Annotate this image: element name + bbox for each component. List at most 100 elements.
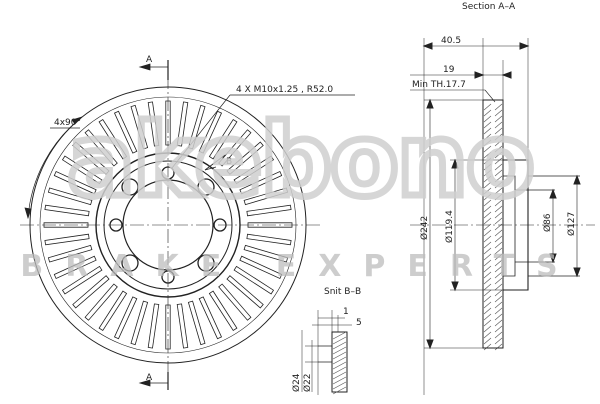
vent-slot (113, 110, 138, 154)
watermark-tagline: BRAKE EXPERTS (20, 249, 579, 284)
hatch-line (483, 187, 492, 195)
dim-40-5: 40.5 (441, 36, 461, 46)
vent-slot (147, 101, 160, 147)
section-aa-line (138, 60, 169, 390)
hatch-line (483, 121, 492, 129)
vent-slot (44, 204, 90, 217)
hatch-line (494, 103, 503, 111)
dim-bb-d22: Ø22 (302, 373, 313, 392)
hatch-line (494, 193, 503, 201)
hatch-line (483, 217, 492, 225)
hatch-line (332, 386, 347, 395)
hatch-line (483, 307, 492, 315)
hatch-line (332, 381, 347, 390)
vent-slot (208, 118, 238, 160)
front-view (20, 60, 355, 390)
hatch-line (483, 181, 492, 189)
vent-slot (53, 170, 97, 195)
hub-hat-inner (503, 175, 516, 277)
labels: Section A–A A A B 4 X M10x1.25 , R52.0 4… (54, 2, 577, 392)
hatch-line (494, 181, 503, 189)
dim-bb-d24: Ø24 (291, 373, 302, 392)
dim-86: Ø86 (542, 213, 553, 232)
hatch-line (494, 211, 503, 219)
hatch-line (332, 366, 347, 375)
brand-watermark: akebono BRAKE EXPERTS (20, 99, 579, 285)
hatch-line (483, 241, 492, 249)
vent-slot (61, 265, 103, 295)
vent-slot (147, 303, 160, 349)
vent-slot (53, 255, 97, 280)
hatch-line (483, 103, 492, 111)
hatch-line (483, 325, 492, 333)
hatch-line (483, 145, 492, 153)
vent-slot (84, 283, 118, 321)
hatch-line (332, 351, 347, 360)
vent-slot (187, 300, 206, 346)
hatch-line (483, 301, 492, 309)
hatch-line (494, 337, 503, 345)
vent-slot (165, 100, 171, 146)
hatch-line (494, 217, 503, 225)
vent-slot (233, 155, 275, 185)
vent-slot (239, 255, 283, 280)
hatch-line (483, 235, 492, 243)
hatch-line (494, 199, 503, 207)
snit-bb-view (301, 310, 352, 395)
hatch-line (494, 115, 503, 123)
hatch-line (332, 336, 347, 345)
dim-127: Ø127 (566, 212, 577, 236)
vent-slot (176, 101, 189, 147)
hatch-line (494, 295, 503, 303)
snit-bb-label: Snit B–B (324, 287, 361, 297)
hatch-line (483, 337, 492, 345)
hatch-line (483, 127, 492, 135)
vent-slot (243, 244, 289, 263)
hatch-line (494, 169, 503, 177)
hatch-line (483, 265, 492, 273)
vent-slot (130, 300, 149, 346)
hatch-line (483, 229, 492, 237)
locator-hole-sw (121, 254, 139, 272)
vent-slot (247, 222, 293, 228)
hatch-line (483, 343, 492, 351)
locator-hole-nw (121, 178, 139, 196)
vent-slot (226, 141, 264, 175)
vent-slot (239, 170, 283, 195)
vent-slot (84, 129, 118, 167)
vent-slot (187, 104, 206, 150)
section-a-bottom-label: A (146, 373, 153, 383)
hatch-line (494, 271, 503, 279)
dim-bb-5: 5 (356, 318, 362, 328)
vent-slot (43, 222, 89, 228)
angle-arc (24, 116, 83, 220)
vent-slot (72, 141, 110, 175)
hatch-line (494, 145, 503, 153)
hatch-line (494, 175, 503, 183)
hatch-line (494, 151, 503, 159)
hatch-line (494, 133, 503, 141)
hatch-line (483, 313, 492, 321)
vent-slot (44, 233, 90, 246)
hatch-line (494, 265, 503, 273)
section-aa-view (410, 38, 595, 395)
locator-hole-se (197, 254, 215, 272)
vent-slots (43, 100, 293, 350)
hatch-line (494, 139, 503, 147)
bb-hatch (332, 331, 347, 395)
hatch-line (483, 151, 492, 159)
hatch-line (332, 371, 347, 380)
vent-slot (243, 187, 289, 206)
vent-slot (226, 275, 264, 309)
hatch-line (494, 109, 503, 117)
vent-slot (98, 290, 128, 332)
hatch-line (494, 187, 503, 195)
hatch-line (483, 109, 492, 117)
hatch-line (494, 343, 503, 351)
hatch-line (483, 199, 492, 207)
vent-slot (113, 296, 138, 340)
hatch-line (494, 229, 503, 237)
section-aa-title: Section A–A (462, 2, 516, 12)
hatch-line (494, 127, 503, 135)
